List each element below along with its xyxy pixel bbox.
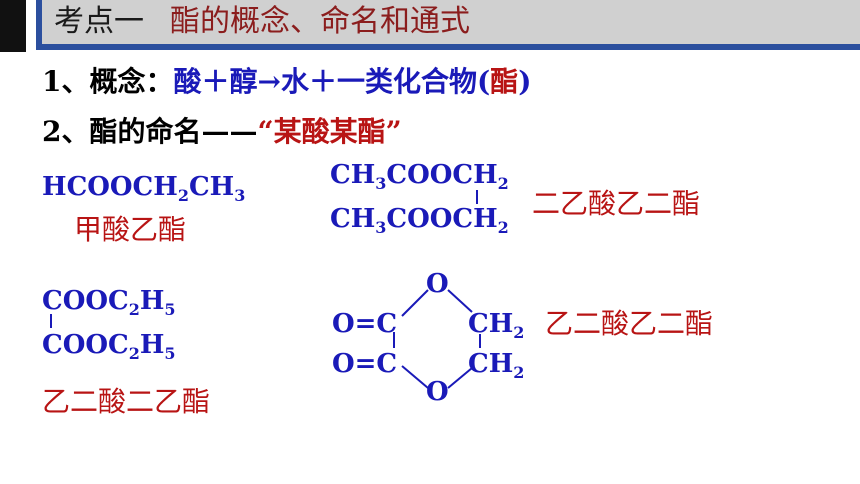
- f2r1-sub2: 2: [497, 174, 509, 194]
- ring-ch2-bottom-sub: 2: [513, 363, 524, 382]
- ring-carbonyl-1: O=C: [332, 309, 397, 339]
- title-topic: 酯的概念、命名和通式: [170, 4, 470, 39]
- naming-line: 2、酯的命名——“某酸某酯”: [42, 110, 402, 150]
- bond-c2-obottom: [401, 365, 429, 389]
- f3r2-sub: 2: [128, 344, 140, 364]
- f1-sub2: 3: [234, 186, 246, 206]
- formula-diethyl-oxalate-row1: COOC2H5: [42, 286, 176, 319]
- cyclic-ester-structure: O O O=C O=C CH2 CH2: [332, 269, 524, 407]
- f2r2-ch: CH: [330, 204, 376, 234]
- bond-otop-ch1: [447, 289, 473, 313]
- name-ethylene-diacetate: 二乙酸乙二酯: [532, 187, 701, 220]
- formula-ethylene-diacetate-row1: CH3COOCH2: [330, 160, 509, 193]
- title-accent: [36, 0, 42, 44]
- ring-o-bottom: O: [426, 377, 449, 407]
- name-diethyl-oxalate: 乙二酸二乙酯: [42, 385, 211, 418]
- bond-obottom-ch2: [447, 367, 473, 389]
- ring-o-top: O: [426, 269, 449, 299]
- paren-close: ): [518, 65, 532, 98]
- concept-label: 1、概念：: [42, 65, 174, 98]
- f3r2-sub2: 5: [164, 344, 176, 364]
- paren-open: (: [476, 65, 491, 98]
- f3r1-sub2: 5: [164, 300, 176, 320]
- f2r2-mid: COOCH: [386, 204, 498, 234]
- bond-c1-otop: [401, 289, 429, 317]
- name-ethyl-formate: 甲酸乙酯: [74, 213, 187, 246]
- concept-ester: 酯: [490, 65, 519, 98]
- f3r2-cooc: COOC: [42, 330, 129, 360]
- left-dark-bar: [0, 0, 26, 52]
- formula-ethyl-formate: HCOOCH2CH3: [42, 172, 245, 205]
- slide-title: 考点一酯的概念、命名和通式: [54, 3, 470, 41]
- ring-ch2-top-sub: 2: [513, 323, 524, 342]
- naming-label: 2、酯的命名——: [42, 115, 258, 148]
- formula-ethylene-diacetate-row2: CH3COOCH2: [330, 204, 509, 237]
- ring-ch2-top: CH2: [468, 309, 524, 342]
- f1-sub1: 2: [177, 186, 189, 206]
- bond-ex3: [50, 314, 52, 328]
- ring-carbonyl-2: O=C: [332, 349, 397, 379]
- f3r2-h: H: [139, 330, 165, 360]
- f1-tail: CH: [188, 172, 235, 202]
- ring-ch2-top-ch: CH: [468, 309, 513, 339]
- concept-definition: 酸＋醇→水＋一类化合物: [173, 65, 477, 98]
- bond-ex2: [476, 190, 478, 204]
- name-ethylene-oxalate: 乙二酸乙二酯: [545, 307, 714, 340]
- f3r1-h: H: [139, 286, 165, 316]
- f2r2-sub: 3: [375, 218, 387, 238]
- title-bar: 考点一酯的概念、命名和通式: [36, 0, 860, 50]
- concept-line: 1、概念：酸＋醇→水＋一类化合物(酯): [42, 60, 531, 100]
- f1-main: HCOOCH: [42, 172, 178, 202]
- ring-ch2-bottom-ch: CH: [468, 349, 513, 379]
- f2r1-sub: 3: [375, 174, 387, 194]
- ring-ch2-bottom: CH2: [468, 349, 524, 382]
- f2r2-sub2: 2: [497, 218, 509, 238]
- f2r1-ch: CH: [330, 160, 376, 190]
- f3r1-cooc: COOC: [42, 286, 129, 316]
- f2r1-mid: COOCH: [386, 160, 498, 190]
- title-point: 考点一: [54, 4, 144, 39]
- f3r1-sub: 2: [128, 300, 140, 320]
- naming-rule: “某酸某酯”: [257, 115, 402, 148]
- formula-diethyl-oxalate-row2: COOC2H5: [42, 330, 176, 363]
